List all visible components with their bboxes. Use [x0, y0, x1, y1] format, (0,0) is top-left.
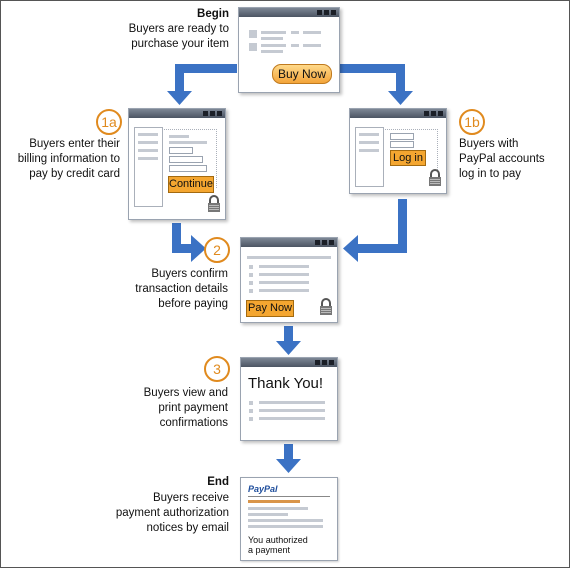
step-3-line1: Buyers view and — [143, 387, 228, 399]
arrow-1b-to-2 — [343, 199, 407, 262]
thumbnail-icon — [249, 30, 257, 38]
log-in-button[interactable]: Log in — [390, 150, 426, 166]
step-2-badge: 2 — [204, 237, 230, 263]
thank-you-heading: Thank You! — [248, 375, 324, 392]
step-2-line2: transaction details — [135, 283, 228, 295]
end-title: End — [207, 476, 229, 488]
step-3-window: Thank You! — [240, 357, 338, 441]
step-1a-line1: Buyers enter their — [29, 138, 120, 150]
paypal-logo: PayPal — [248, 484, 278, 494]
step-1a-window: Continue — [128, 108, 226, 220]
pay-now-button[interactable]: Pay Now — [246, 300, 294, 317]
authorized-msg-line1: You authorized — [248, 535, 308, 545]
step-1b-line2: PayPal accounts — [459, 153, 545, 165]
step-2-line1: Buyers confirm — [151, 268, 228, 280]
thumbnail-icon — [249, 43, 257, 51]
arrow-3-to-end — [276, 444, 301, 473]
step-2-line3: before paying — [158, 298, 228, 310]
lock-icon — [208, 195, 220, 212]
step-1b-line1: Buyers with — [459, 138, 519, 150]
continue-button[interactable]: Continue — [168, 176, 214, 193]
email-notice: PayPal You authorized a payment — [240, 477, 338, 561]
begin-line1: Buyers are ready to — [128, 23, 229, 35]
authorized-msg-line2: a payment — [248, 545, 291, 555]
end-line2: payment authorization — [115, 507, 229, 519]
step-1a-line2: billing information to — [17, 153, 120, 165]
end-line1: Buyers receive — [152, 492, 229, 504]
begin-line2: purchase your item — [131, 38, 229, 50]
step-1a-line3: pay by credit card — [29, 168, 120, 180]
email-field[interactable] — [390, 133, 414, 140]
step-3-line2: print payment — [158, 402, 228, 414]
sidebar-panel — [355, 127, 384, 187]
billing-field[interactable] — [169, 147, 193, 154]
buy-now-button[interactable]: Buy Now — [272, 64, 332, 84]
step-1b-badge: 1b — [459, 109, 485, 135]
lock-icon — [429, 169, 441, 186]
arrow-begin-to-1b — [339, 64, 413, 105]
arrow-begin-to-1a — [167, 64, 237, 105]
begin-title: Begin — [197, 8, 229, 20]
billing-field[interactable] — [169, 165, 207, 172]
arrow-1a-to-2 — [172, 223, 206, 262]
step-1b-window: Log in — [349, 108, 447, 194]
step-1a-badge: 1a — [96, 109, 122, 135]
step-3-badge: 3 — [204, 356, 230, 382]
end-line3: notices by email — [146, 522, 229, 534]
step-3-line3: confirmations — [159, 417, 228, 429]
begin-window: Buy Now — [238, 7, 340, 93]
sidebar-panel — [134, 127, 163, 207]
window-titlebar — [239, 8, 339, 17]
arrow-2-to-3 — [276, 326, 301, 355]
step-1b-line3: log in to pay — [459, 168, 522, 180]
lock-icon — [320, 298, 332, 315]
step-2-window: Pay Now — [240, 237, 338, 323]
billing-field[interactable] — [169, 156, 203, 163]
password-field[interactable] — [390, 141, 414, 148]
